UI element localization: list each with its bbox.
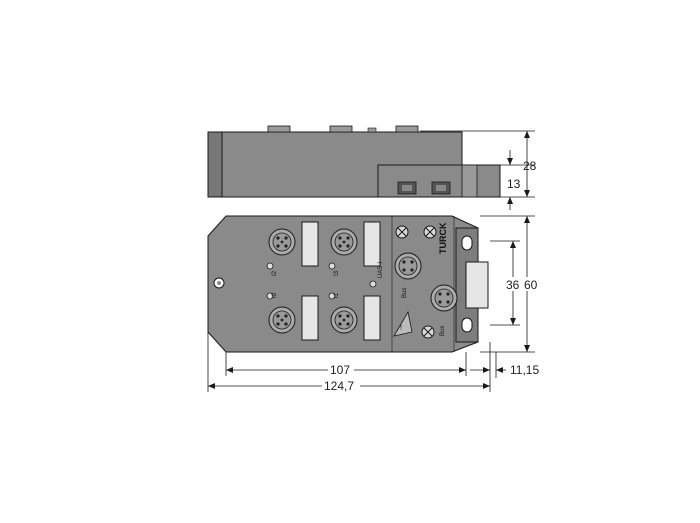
side-connector-bump <box>267 125 291 133</box>
led-i2 <box>266 262 274 270</box>
side-flange-step <box>461 164 478 198</box>
connector-i1 <box>330 306 358 334</box>
port-label-i3: I3 <box>334 270 340 276</box>
screw-icon <box>395 225 409 239</box>
bus-label-a: Bus <box>402 288 408 298</box>
side-end-cap <box>207 131 223 198</box>
label-window <box>363 295 381 341</box>
dim-11-15-label: 11,15 <box>510 363 539 377</box>
mount-slot-bottom <box>461 317 473 333</box>
label-window-bus <box>465 261 489 309</box>
side-connector-bump <box>367 127 377 133</box>
led-i1 <box>328 292 336 300</box>
screw-icon <box>421 325 435 339</box>
brand-logo: TURCK <box>438 222 448 254</box>
label-window <box>301 295 319 341</box>
led-i0 <box>266 292 274 300</box>
led-label-uas: UAS-I <box>378 262 384 278</box>
label-window <box>363 221 381 267</box>
port-label-i0: I0 <box>272 292 278 298</box>
bus-label-b: Bus <box>440 326 446 336</box>
dim-13-label: 13 <box>507 177 521 191</box>
led-uas <box>369 280 377 288</box>
mount-slot-top <box>461 235 473 251</box>
dim-107-label: 107 <box>330 363 350 377</box>
port-label-i1: I1 <box>334 292 340 298</box>
svg-text:!: ! <box>400 325 402 332</box>
connector-i3 <box>330 228 358 256</box>
connector-i0 <box>268 306 296 334</box>
side-view <box>207 125 501 198</box>
connector-i2 <box>268 228 296 256</box>
port-label-i2: I2 <box>272 270 278 276</box>
label-window <box>301 221 319 267</box>
screw-icon <box>423 225 437 239</box>
connector-bus-b <box>430 284 458 312</box>
dim-36-label: 36 <box>506 278 520 292</box>
connector-bus-a <box>394 252 422 280</box>
dimension-height <box>420 130 535 210</box>
led-i3 <box>328 262 336 270</box>
side-connector-bump <box>395 125 419 133</box>
dim-28-label: 28 <box>523 159 537 173</box>
side-connector-bump <box>329 125 353 133</box>
dim-60-label: 60 <box>524 278 538 292</box>
dim-124-7-label: 124,7 <box>324 379 354 393</box>
warning-icon: ! <box>393 310 413 337</box>
